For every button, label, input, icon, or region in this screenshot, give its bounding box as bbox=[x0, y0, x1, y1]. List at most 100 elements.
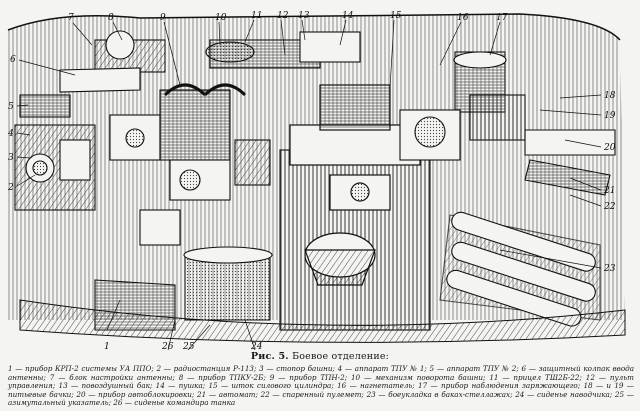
legend-text: — аппарат ТПУ № 1; bbox=[342, 364, 430, 373]
legend-entry: 12 — пульт управления; bbox=[8, 373, 634, 391]
gun-breech bbox=[279, 84, 431, 331]
legend-number: 14 bbox=[155, 381, 165, 391]
legend-entry: 24 — сиденье наводчика; bbox=[515, 390, 615, 399]
callout-14: 14 bbox=[342, 11, 354, 21]
callout-22: 22 bbox=[603, 202, 616, 212]
legend-entry: 25 — азимутальный указатель; bbox=[8, 390, 634, 408]
legend-entry: 7 — блок настройки антенны; bbox=[50, 373, 179, 382]
legend-entry: 15 — шток силового цилиндра; bbox=[208, 381, 337, 390]
legend-entry: 6 — защитный колпак ввода антенны; bbox=[8, 364, 634, 382]
legend-text: — прибор КРП-2 системы УА ППО; bbox=[12, 364, 157, 373]
legend-entry: 22 — спаренный пулемет; bbox=[261, 390, 367, 399]
legend-number: 4 bbox=[337, 364, 343, 373]
legend-text: — автомат; bbox=[206, 389, 261, 399]
legend-text: — механизм поворота башни; bbox=[360, 372, 490, 382]
callout-10: 10 bbox=[215, 13, 227, 23]
legend-text: — блок настройки антенны; bbox=[54, 372, 179, 382]
legend-number: 17 bbox=[418, 381, 428, 391]
legend-number: 7 bbox=[49, 372, 55, 382]
legend-entry: 13 — повоздушный бак; bbox=[59, 381, 156, 390]
legend-number: 15 bbox=[208, 381, 218, 391]
legend-entry: 1 — прибор КРП-2 системы УА ППО; bbox=[8, 364, 157, 373]
legend-number: 18 bbox=[583, 381, 593, 391]
legend-text: — прибор ТПКУ-2Б; bbox=[183, 372, 270, 382]
legend-text: — шток силового цилиндра; bbox=[217, 381, 338, 391]
legend-text: — прибор автоблокировки; bbox=[85, 389, 198, 399]
legend-entry: 11 — прицел ТШ2Б-22; bbox=[489, 373, 585, 382]
callout-8: 8 bbox=[108, 13, 114, 23]
legend-text: — и 19 — питьевые бачки; bbox=[8, 381, 634, 399]
legend-text: — защитный колпак ввода антенны; bbox=[8, 364, 634, 382]
ammo-rack bbox=[399, 94, 616, 327]
callout-16: 16 bbox=[457, 13, 469, 23]
legend-number: 13 bbox=[58, 381, 68, 391]
legend-text: — прицел ТШ2Б-22; bbox=[498, 372, 586, 382]
callout-12: 12 bbox=[277, 11, 289, 21]
legend-entry: 26 — сиденье командира танка bbox=[113, 398, 236, 408]
callout-7: 7 bbox=[68, 13, 74, 23]
legend-number: 3 bbox=[259, 364, 264, 373]
legend-entry: 2 — радиостанция Р-113; bbox=[157, 364, 260, 373]
left-equipment bbox=[14, 94, 161, 211]
callout-17: 17 bbox=[496, 13, 508, 23]
legend-text: — стопор башни; bbox=[263, 364, 338, 373]
callout-23: 23 bbox=[603, 264, 616, 274]
legend-entry: 23 — боеукладка в баках-стеллажах; bbox=[367, 390, 516, 399]
legend-entry: 5 — аппарат ТПУ № 2; bbox=[430, 364, 522, 373]
legend-text: — азимутальный указатель; bbox=[8, 389, 634, 408]
callout-9: 9 bbox=[160, 13, 166, 23]
callout-20: 20 bbox=[603, 143, 616, 153]
legend-entry: 18 — и 19 — питьевые бачки; bbox=[8, 381, 634, 399]
callout-26: 26 bbox=[161, 342, 174, 352]
legend-number: 10 bbox=[350, 372, 361, 382]
legend-text: — аппарат ТПУ № 2; bbox=[434, 364, 522, 373]
figure-title-text: Боевое отделение: bbox=[292, 351, 390, 362]
callout-5: 5 bbox=[8, 102, 14, 112]
legend-number: 2 bbox=[156, 364, 162, 373]
legend-text: — нагнетатель; bbox=[346, 381, 419, 391]
figure-number: Рис. 5. bbox=[250, 351, 289, 362]
legend-number: 12 bbox=[585, 372, 595, 382]
callout-6: 6 bbox=[10, 55, 16, 65]
callout-4: 4 bbox=[7, 129, 14, 139]
legend-number: 25 bbox=[614, 389, 625, 399]
figure-title: Рис. 5. Боевое отделение: bbox=[0, 351, 640, 362]
legend-text: — сиденье наводчика; bbox=[524, 389, 615, 399]
legend-entry: 3 — стопор башни; bbox=[259, 364, 338, 373]
callout-11: 11 bbox=[251, 11, 262, 21]
callout-1: 1 bbox=[104, 342, 110, 352]
legend-number: 5 bbox=[429, 364, 435, 373]
legend-entry: 4 — аппарат ТПУ № 1; bbox=[338, 364, 430, 373]
legend-number: 1 bbox=[8, 364, 13, 373]
legend-entry: 8 — прибор ТПКУ-2Б; bbox=[179, 373, 270, 382]
callout-13: 13 bbox=[298, 11, 310, 21]
callout-18: 18 bbox=[604, 91, 616, 101]
callout-21: 21 bbox=[603, 186, 615, 196]
legend-text: — сиденье командира танка bbox=[122, 398, 236, 408]
legend-entry: 17 — прибор наблюдения заряжающего; bbox=[418, 381, 583, 390]
leader-lines bbox=[16, 19, 602, 351]
legend-text: — спаренный пулемет; bbox=[269, 389, 367, 399]
legend-number: 23 bbox=[366, 389, 376, 399]
legend-number: 26 bbox=[113, 398, 123, 408]
callout-3: 3 bbox=[8, 153, 14, 163]
legend-number: 22 bbox=[260, 389, 270, 399]
legend-entry: 20 — прибор автоблокировки; bbox=[76, 390, 197, 399]
legend-text: — радиостанция Р-113; bbox=[161, 364, 260, 373]
legend-number: 11 bbox=[489, 372, 499, 382]
legend-entry: 10 — механизм поворота башни; bbox=[351, 373, 489, 382]
ceiling-equipment bbox=[59, 30, 507, 113]
legend-text: — прибор наблюдения заряжающего; bbox=[427, 381, 584, 391]
legend-number: 9 bbox=[269, 372, 275, 382]
legend-entry: 9 — прибор ТПН-2; bbox=[270, 373, 351, 382]
turret-floor bbox=[19, 299, 626, 343]
legend-number: 21 bbox=[197, 389, 207, 399]
callout-2: 2 bbox=[7, 183, 14, 193]
legend-text: — прибор ТПН-2; bbox=[274, 372, 351, 382]
fighting-compartment-illustration: 1234567891011121314151617181920212223242… bbox=[7, 11, 626, 352]
legend-number: 24 bbox=[515, 389, 525, 399]
callout-19: 19 bbox=[604, 111, 616, 121]
legend-entry: 21 — автомат; bbox=[197, 390, 261, 399]
